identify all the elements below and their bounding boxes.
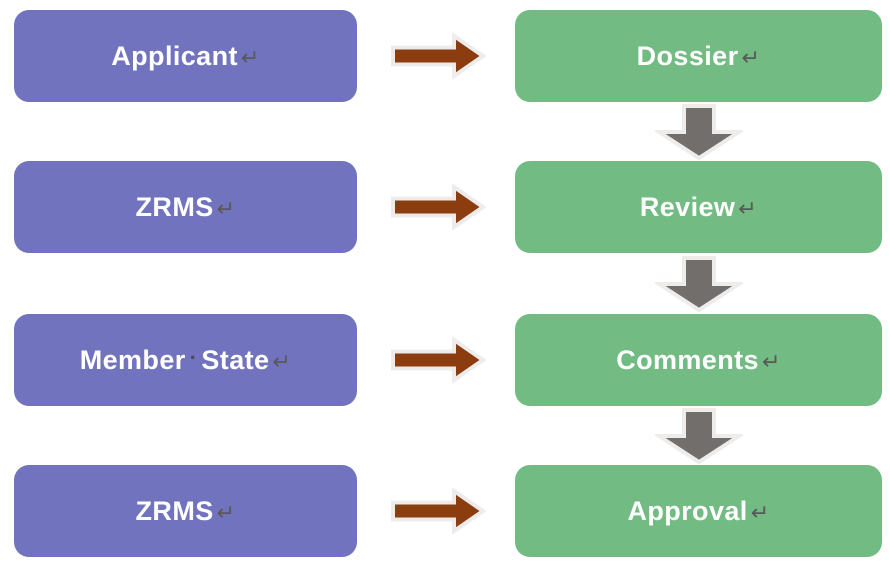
shape-label: Dossier	[636, 40, 739, 71]
shape-label: State	[201, 344, 270, 375]
shape-review[interactable]: Review↵	[515, 161, 882, 253]
return-mark-icon: ↵	[240, 45, 260, 70]
return-mark-icon: ↵	[216, 196, 236, 221]
arrow-right-icon-applicant-to-dossier[interactable]	[390, 33, 486, 79]
shape-label: Review	[639, 191, 736, 222]
shape-member-state[interactable]: Member·State↵	[14, 314, 357, 406]
shape-zrms-1[interactable]: ZRMS↵	[14, 161, 357, 253]
return-mark-icon: ↵	[750, 500, 770, 525]
return-mark-icon: ↵	[272, 349, 292, 374]
return-mark-icon: ↵	[761, 349, 781, 374]
arrow-down-icon-dossier-to-review[interactable]	[655, 103, 743, 161]
shape-comments[interactable]: Comments↵	[515, 314, 882, 406]
arrow-right-icon-zrms-to-approval[interactable]	[390, 488, 486, 534]
arrow-down-icon-comments-to-approval[interactable]	[655, 407, 743, 465]
shape-label: ZRMS	[135, 495, 214, 526]
space-mark-icon: ·	[189, 345, 198, 370]
return-mark-icon: ↵	[741, 45, 761, 70]
shape-dossier[interactable]: Dossier↵	[515, 10, 882, 102]
shape-label: Member	[79, 344, 186, 375]
shape-label: Approval	[627, 495, 748, 526]
shape-approval[interactable]: Approval↵	[515, 465, 882, 557]
arrow-right-icon-member-state-to-comments[interactable]	[390, 337, 486, 383]
return-mark-icon: ↵	[738, 196, 758, 221]
return-mark-icon: ↵	[216, 500, 236, 525]
shape-zrms-2[interactable]: ZRMS↵	[14, 465, 357, 557]
arrow-right-icon-zrms-to-review[interactable]	[390, 184, 486, 230]
shape-label: Comments	[616, 344, 759, 375]
shape-label: ZRMS	[135, 191, 214, 222]
shape-label: Applicant	[111, 40, 238, 71]
arrow-down-icon-review-to-comments[interactable]	[655, 255, 743, 313]
shape-applicant[interactable]: Applicant↵	[14, 10, 357, 102]
